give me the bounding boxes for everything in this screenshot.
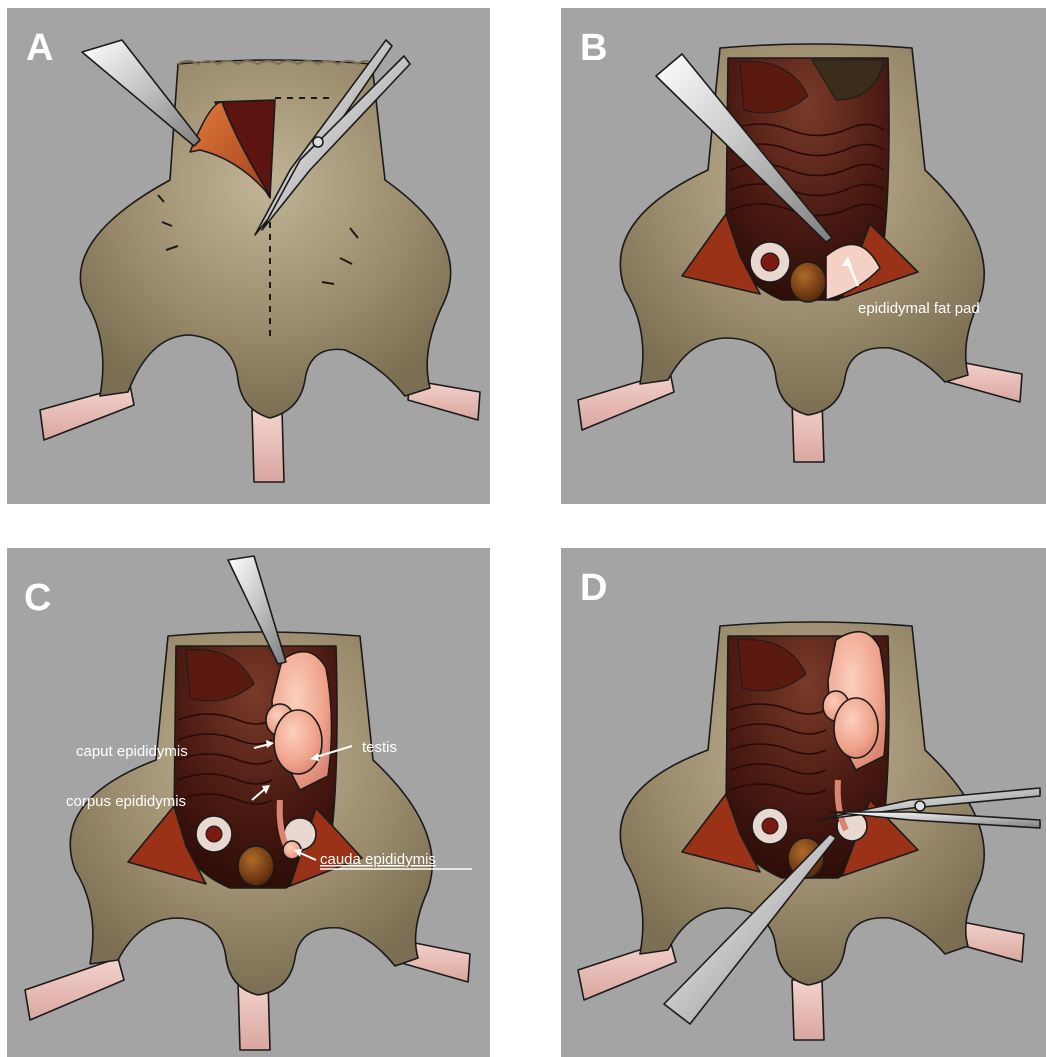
panel-c: caput epididymis testis corpus epididymi… xyxy=(7,548,490,1057)
panel-letter: B xyxy=(580,27,607,69)
intestine-coil-center xyxy=(761,253,779,271)
caput-label: caput epididymis xyxy=(76,743,188,760)
tail xyxy=(252,410,284,482)
panel-d: D xyxy=(561,548,1046,1057)
corpus-label: corpus epididymis xyxy=(66,793,186,810)
fat-pad-label: epididymal fat pad xyxy=(858,300,980,317)
testis xyxy=(834,698,878,758)
cauda-label: cauda epididymis xyxy=(320,851,436,868)
testis xyxy=(274,710,322,774)
panel-letter: C xyxy=(24,577,51,619)
bladder xyxy=(790,262,826,302)
bladder xyxy=(238,846,274,886)
intestine-coil-center xyxy=(206,826,222,842)
panel-letter: A xyxy=(26,27,53,69)
testis-label: testis xyxy=(362,739,397,756)
panel-b: epididymal fat pad B xyxy=(561,8,1046,504)
intestine-coil-center xyxy=(762,818,778,834)
tail xyxy=(792,980,824,1040)
scissors-pivot xyxy=(915,801,925,811)
panel-a: A xyxy=(7,8,490,504)
panel-letter: D xyxy=(580,567,607,609)
scissors-pivot xyxy=(313,137,323,147)
